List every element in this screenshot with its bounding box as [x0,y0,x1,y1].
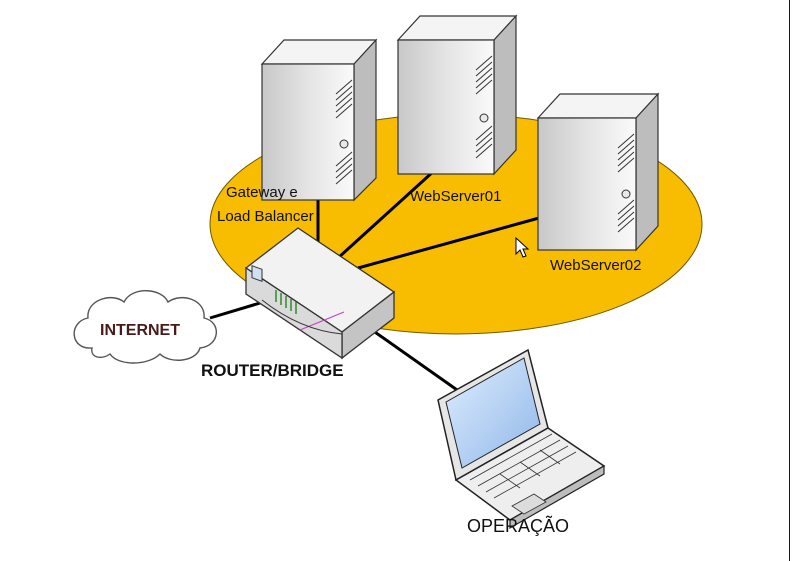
page-edge-divider [789,0,790,561]
server-icon [260,38,378,202]
router-icon [244,227,396,360]
mouse-cursor-icon [515,236,530,258]
link-router-webserver01 [336,168,437,260]
link-router-webserver02 [357,208,569,270]
cloud-icon [73,290,217,364]
internet-label: INTERNET [100,322,180,339]
webserver02-label: WebServer02 [550,257,641,274]
webserver01-label: WebServer01 [410,188,501,205]
server-icon [396,14,518,176]
gateway-label-line1: Gateway e [226,184,298,201]
gateway-label-line2: Load Balancer [217,208,314,225]
link-router-laptop [371,328,461,394]
laptop-icon [437,348,606,530]
server-icon [536,92,660,252]
router-label: ROUTER/BRIDGE [201,361,344,380]
operacao-label: OPERAÇÃO [467,515,569,536]
